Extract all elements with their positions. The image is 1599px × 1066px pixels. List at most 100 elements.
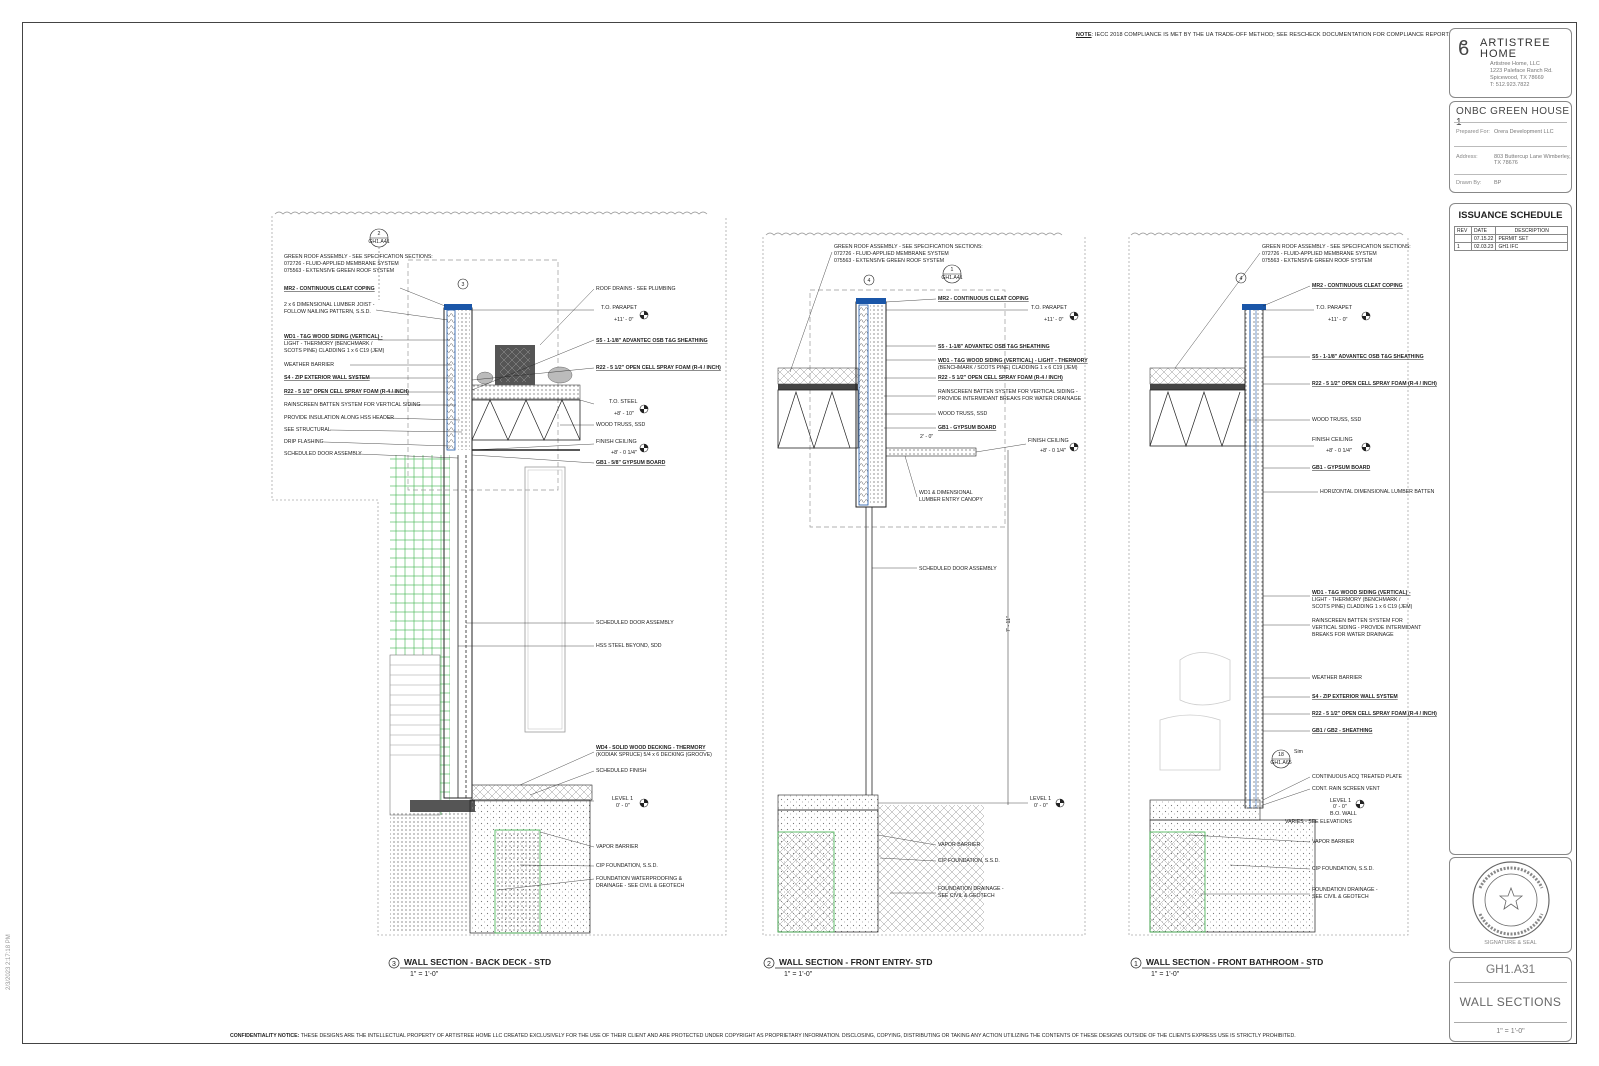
svg-text:2: 2 [767,961,771,968]
svg-text:WOOD TRUSS, SSD: WOOD TRUSS, SSD [1312,417,1361,423]
svg-text:SEE CIVIL & GEOTECH: SEE CIVIL & GEOTECH [938,893,995,899]
svg-text:R22 - 5 1/2" OPEN CELL SPRAY F: R22 - 5 1/2" OPEN CELL SPRAY FOAM (R-4 /… [596,365,721,371]
svg-text:LEVEL 1: LEVEL 1 [1330,798,1351,804]
svg-text:4: 4 [868,278,871,284]
svg-text:GB1 - 5/8" GYPSUM BOARD: GB1 - 5/8" GYPSUM BOARD [596,460,666,466]
svg-text:1: 1 [1134,961,1138,968]
title-block-logo: ϐ ARTISTREE HOME Artistree Home, LLC 122… [1449,28,1572,98]
svg-text:SCHEDULED DOOR ASSEMBLY: SCHEDULED DOOR ASSEMBLY [284,451,362,457]
svg-text:072726 - FLUID-APPLIED MEMBRAN: 072726 - FLUID-APPLIED MEMBRANE SYSTEM [284,261,399,267]
svg-text:S5 - 1-1/8" ADVANTEC OSB T&G S: S5 - 1-1/8" ADVANTEC OSB T&G SHEATHING [1312,354,1424,360]
svg-text:FINISH CEILING: FINISH CEILING [596,439,637,445]
svg-text:FOUNDATION WATERPROOFING &: FOUNDATION WATERPROOFING & [596,876,683,882]
svg-text:+11' - 0": +11' - 0" [614,317,634,323]
svg-text:(BENCHMARK / SCOTS PINE) CLADD: (BENCHMARK / SCOTS PINE) CLADDING 1 x 6 … [938,365,1078,371]
svg-text:WD4 - SOLID WOOD DECKING - THE: WD4 - SOLID WOOD DECKING - THERMORY [596,745,706,751]
front-bathroom-right-labels: MR2 - CONTINUOUS CLEAT COPING T.O. PARAP… [1285,283,1437,900]
title-block-project: ONBC GREEN HOUSE 1 Prepared For:Orera De… [1449,101,1572,193]
svg-text:+8' - 0 1/4": +8' - 0 1/4" [1040,448,1066,454]
svg-text:1" = 1'-0": 1" = 1'-0" [1151,971,1180,978]
svg-text:FINISH CEILING: FINISH CEILING [1312,437,1353,443]
svg-text:R22 - 5 1/2" OPEN CELL SPRAY F: R22 - 5 1/2" OPEN CELL SPRAY FOAM (R-4 /… [1312,381,1437,387]
svg-text:+8' - 0 1/4": +8' - 0 1/4" [611,450,637,456]
svg-text:GREEN ROOF ASSEMBLY - SEE SPEC: GREEN ROOF ASSEMBLY - SEE SPECIFICATION … [284,254,433,260]
svg-text:1" = 1'-0": 1" = 1'-0" [784,971,813,978]
svg-text:GH1.A65: GH1.A65 [1270,760,1291,766]
sheet-border [22,22,1577,1044]
svg-text:SCHEDULED FINISH: SCHEDULED FINISH [596,768,647,774]
svg-text:BREAKS FOR WATER DRAINAGE: BREAKS FOR WATER DRAINAGE [1312,632,1394,638]
svg-text:075563 - EXTENSIVE GREEN ROOF: 075563 - EXTENSIVE GREEN ROOF SYSTEM [284,268,394,274]
svg-text:GB1 - GYPSUM BOARD: GB1 - GYPSUM BOARD [1312,465,1370,471]
view-back-deck: 2 GH1.A41 3 GREEN ROOF ASSEMBLY - SEE SP… [271,211,727,978]
svg-text:+8' - 0 1/4": +8' - 0 1/4" [1326,448,1352,454]
svg-text:SEE CIVIL & GEOTECH: SEE CIVIL & GEOTECH [1312,894,1369,900]
svg-text:SCHEDULED DOOR ASSEMBLY: SCHEDULED DOOR ASSEMBLY [919,566,997,572]
svg-text:7' - 11": 7' - 11" [1006,616,1012,632]
architect-seal-icon [1472,861,1550,939]
svg-text:MR2 - CONTINUOUS CLEAT COPING: MR2 - CONTINUOUS CLEAT COPING [284,286,375,292]
svg-text:S4 - ZIP EXTERIOR WALL SYSTEM: S4 - ZIP EXTERIOR WALL SYSTEM [1312,694,1398,700]
view-title-back-deck: WALL SECTION - BACK DECK - STD [404,957,551,967]
sheet-number: GH1.A31 [1485,962,1536,976]
artistree-logo-icon: ϐ [1458,38,1470,60]
svg-text:FOUNDATION DRAINAGE -: FOUNDATION DRAINAGE - [1312,887,1378,893]
view-title-front-entry: WALL SECTION - FRONT ENTRY- STD [779,957,932,967]
front-entry-left-labels: GREEN ROOF ASSEMBLY - SEE SPECIFICATION … [834,244,983,264]
company-address: Artistree Home, LLC 1223 Paleface Ranch … [1490,61,1553,88]
svg-text:SCHEDULED DOOR ASSEMBLY: SCHEDULED DOOR ASSEMBLY [596,620,674,626]
company-name: ARTISTREE HOME [1480,37,1551,60]
sheet-scale: 1" = 1'-0" [1496,1028,1525,1035]
svg-text:RAINSCREEN BATTEN SYSTEM FOR V: RAINSCREEN BATTEN SYSTEM FOR VERTICAL SI… [938,389,1078,395]
svg-text:+11' - 0": +11' - 0" [1328,317,1348,323]
svg-text:0' - 0": 0' - 0" [1333,804,1347,810]
svg-text:WD1 & DIMENSIONAL: WD1 & DIMENSIONAL [919,490,973,496]
svg-text:R22 - 5 1/2" OPEN CELL SPRAY F: R22 - 5 1/2" OPEN CELL SPRAY FOAM (R-4 /… [1312,711,1437,717]
svg-text:FOUNDATION DRAINAGE -: FOUNDATION DRAINAGE - [938,886,1004,892]
iecc-note: NOTE: IECC 2018 COMPLIANCE IS MET BY THE… [1075,32,1450,38]
front-bathroom-left-labels: GREEN ROOF ASSEMBLY - SEE SPECIFICATION … [1262,244,1411,264]
svg-text:HORIZONTAL DIMENSIONAL LUMBER: HORIZONTAL DIMENSIONAL LUMBER BATTEN [1320,489,1435,495]
signature-seal-box: SIGNATURE & SEAL [1449,857,1572,953]
svg-text:WOOD TRUSS, SSD: WOOD TRUSS, SSD [938,411,987,417]
view-title-front-bathroom: WALL SECTION - FRONT BATHROOM - STD [1146,957,1323,967]
table-row: 07.15.22 PERMIT SET [1454,234,1568,243]
svg-text:CIP FOUNDATION, S.S.D.: CIP FOUNDATION, S.S.D. [1312,866,1374,872]
svg-text:GB1 / GB2 - SHEATHING: GB1 / GB2 - SHEATHING [1312,728,1372,734]
svg-text:HSS STEEL BEYOND, SDD: HSS STEEL BEYOND, SDD [596,643,662,649]
prepared-for: Prepared For:Orera Development LLC [1456,129,1554,135]
back-deck-left-labels: GREEN ROOF ASSEMBLY - SEE SPECIFICATION … [284,254,433,457]
svg-text:WD1 - T&G WOOD SIDING (VERTICA: WD1 - T&G WOOD SIDING (VERTICAL) - [284,334,383,340]
svg-text:1" = 1'-0": 1" = 1'-0" [410,971,439,978]
svg-text:PROVIDE INTERMIDANT BREAKS FOR: PROVIDE INTERMIDANT BREAKS FOR WATER DRA… [938,396,1082,402]
svg-text:4: 4 [1240,276,1243,282]
svg-text:DRAINAGE - SEE CIVIL & GEOTECH: DRAINAGE - SEE CIVIL & GEOTECH [596,883,685,889]
sheet-title: WALL SECTIONS [1459,995,1562,1009]
front-entry-right-labels: MR2 - CONTINUOUS CLEAT COPING T.O. PARAP… [919,296,1088,899]
project-title: ONBC GREEN HOUSE 1 [1456,106,1570,128]
svg-text:1: 1 [951,267,954,273]
svg-text:SEE STRUCTURAL: SEE STRUCTURAL [284,427,331,433]
svg-text:+11' - 0": +11' - 0" [1044,317,1064,323]
svg-text:CIP FOUNDATION, S.S.D.: CIP FOUNDATION, S.S.D. [596,863,658,869]
svg-text:ROOF DRAINS - SEE PLUMBING: ROOF DRAINS - SEE PLUMBING [596,286,676,292]
view-front-bathroom: 4 18 GH1.A65 Sim GREEN ROOF ASSEMBLY - S… [1128,232,1437,978]
seal-caption: SIGNATURE & SEAL [1484,940,1537,946]
svg-text:075563 - EXTENSIVE GREEN ROOF: 075563 - EXTENSIVE GREEN ROOF SYSTEM [834,258,944,264]
table-row: 1 02.03.23 GH1 IFC [1454,242,1568,251]
view-front-entry: 4 1 GH1.A41 GREEN ROOF ASSEMBLY - SEE SP… [762,232,1088,978]
svg-text:RAINSCREEN BATTEN SYSTEM FOR: RAINSCREEN BATTEN SYSTEM FOR [1312,618,1403,624]
svg-text:T.O. PARAPET: T.O. PARAPET [1316,305,1353,311]
svg-text:S5 - 1-1/8" ADVANTEC OSB T&G S: S5 - 1-1/8" ADVANTEC OSB T&G SHEATHING [938,344,1050,350]
callout-number: 2 [378,231,381,237]
back-deck-right-labels: ROOF DRAINS - SEE PLUMBING T.O. PARAPET … [596,286,721,889]
svg-text:B.O. WALL: B.O. WALL [1330,811,1357,817]
svg-text:+8' - 10": +8' - 10" [614,411,634,417]
svg-text:3: 3 [392,961,396,968]
project-address: Address:803 Buttercup Lane Wimberley, TX… [1456,154,1571,166]
svg-text:R22 - 5 1/2" OPEN CELL SPRAY F: R22 - 5 1/2" OPEN CELL SPRAY FOAM (R-4 /… [938,375,1063,381]
svg-text:WEATHER BARRIER: WEATHER BARRIER [284,362,334,368]
confidentiality-notice: CONFIDENTIALITY NOTICE: THESE DESIGNS AR… [230,1033,1296,1039]
sheet-info: GH1.A31 WALL SECTIONS 1" = 1'-0" [1449,957,1572,1042]
